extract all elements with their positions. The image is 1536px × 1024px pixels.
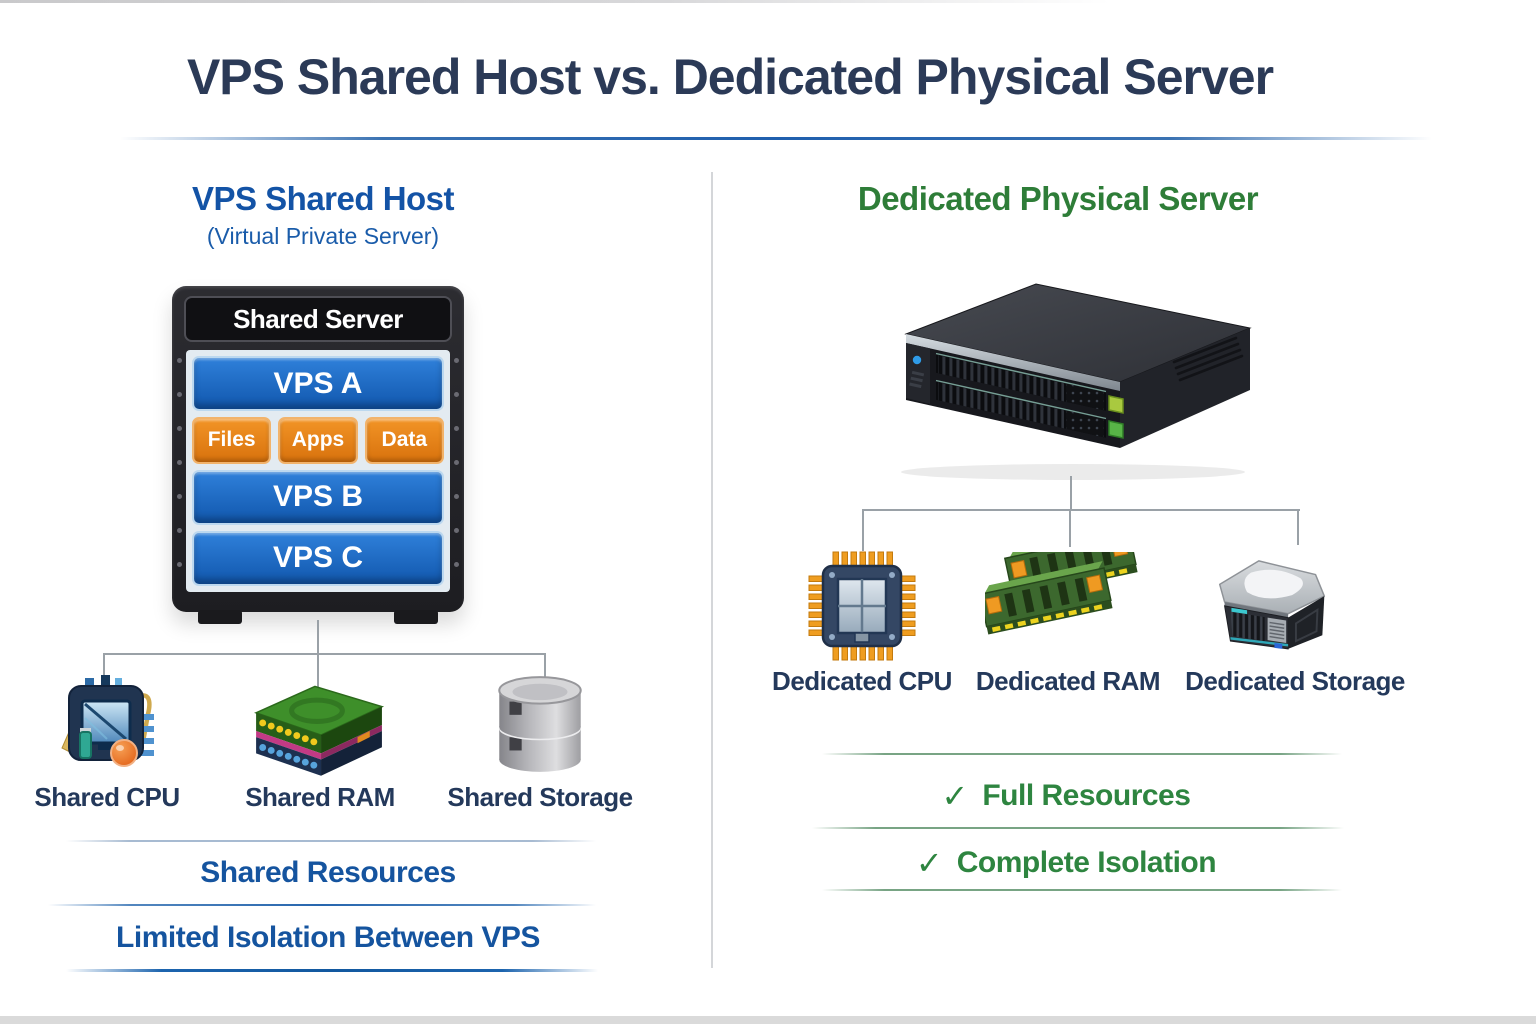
tag-apps: Apps bbox=[278, 417, 358, 464]
connector-line bbox=[544, 653, 546, 677]
dedicated-cpu-icon bbox=[808, 551, 916, 661]
shared-ram-label: Shared RAM bbox=[245, 782, 395, 812]
rack-screw bbox=[454, 562, 459, 567]
check-icon: ✓ bbox=[915, 845, 943, 881]
separator bbox=[66, 840, 596, 842]
limited-isolation-statement: Limited Isolation Between VPS bbox=[116, 921, 540, 954]
shared-resources-statement: Shared Resources bbox=[200, 856, 456, 889]
shared-cpu-label: Shared CPU bbox=[34, 782, 180, 812]
shared-storage-icon bbox=[498, 676, 582, 772]
left-column-heading: VPS Shared Host bbox=[191, 180, 455, 217]
rack-title: Shared Server bbox=[184, 296, 452, 342]
rack-screw bbox=[177, 426, 182, 431]
dedicated-storage-label: Dedicated Storage bbox=[1185, 666, 1405, 696]
tag-files: Files bbox=[192, 417, 272, 464]
separator bbox=[48, 904, 596, 906]
separator bbox=[822, 889, 1342, 891]
left-column-subheading: (Virtual Private Server) bbox=[206, 223, 440, 249]
check-icon: ✓ bbox=[941, 778, 969, 814]
rack-screw bbox=[454, 528, 459, 533]
complete-isolation-statement: ✓ Complete Isolation bbox=[810, 844, 1322, 882]
connector-line bbox=[103, 653, 105, 677]
rack-screw bbox=[454, 494, 459, 499]
separator bbox=[66, 969, 598, 972]
dedicated-ram-icon bbox=[985, 552, 1139, 636]
connector-line bbox=[862, 509, 864, 551]
shared-storage-label: Shared Storage bbox=[447, 782, 633, 812]
shared-cpu-icon bbox=[61, 675, 154, 767]
connector-line bbox=[863, 509, 1300, 511]
dedicated-ram-label: Dedicated RAM bbox=[975, 666, 1161, 696]
rack-panel: VPS A Files Apps Data VPS B VPS C bbox=[186, 350, 450, 592]
rack-screw bbox=[177, 528, 182, 533]
full-resources-statement: ✓ Full Resources bbox=[810, 777, 1322, 815]
statement-label: Complete Isolation bbox=[956, 846, 1217, 879]
vps-slot-a: VPS A bbox=[192, 356, 444, 412]
top-border-strip bbox=[0, 0, 1110, 3]
rack-screw bbox=[454, 460, 459, 465]
separator bbox=[812, 827, 1344, 829]
rack-screw bbox=[454, 358, 459, 363]
bottom-border-strip bbox=[0, 1016, 1536, 1024]
shared-server-rack: Shared Server VPS A Files Apps Data VPS … bbox=[172, 286, 464, 624]
rack-screw bbox=[454, 392, 459, 397]
rack-foot bbox=[394, 610, 438, 624]
separator bbox=[822, 753, 1342, 755]
right-column-heading: Dedicated Physical Server bbox=[857, 180, 1259, 217]
rack-screw bbox=[177, 358, 182, 363]
dedicated-server-icon bbox=[901, 283, 1252, 480]
connector-line bbox=[1297, 509, 1299, 545]
dedicated-storage-icon bbox=[1218, 560, 1326, 650]
rack-screw bbox=[177, 460, 182, 465]
rack-screw bbox=[177, 392, 182, 397]
connector-line bbox=[1069, 509, 1071, 547]
tag-data: Data bbox=[364, 417, 444, 464]
title-underline bbox=[120, 137, 1432, 140]
connector-line bbox=[317, 620, 319, 654]
connector-line bbox=[104, 653, 546, 655]
column-divider bbox=[711, 172, 713, 968]
vps-slot-b: VPS B bbox=[192, 469, 444, 525]
rack-screw bbox=[177, 494, 182, 499]
connector-line bbox=[1070, 476, 1072, 510]
dedicated-cpu-label: Dedicated CPU bbox=[772, 666, 952, 696]
shared-ram-icon bbox=[254, 685, 385, 776]
vps-slot-c: VPS C bbox=[192, 530, 444, 586]
rack-screw bbox=[454, 426, 459, 431]
vps-a-tags-row: Files Apps Data bbox=[192, 417, 444, 464]
page-title: VPS Shared Host vs. Dedicated Physical S… bbox=[186, 49, 1274, 105]
rack-foot bbox=[198, 610, 242, 624]
rack-screw bbox=[177, 562, 182, 567]
statement-label: Full Resources bbox=[982, 779, 1191, 812]
connector-line bbox=[317, 653, 319, 689]
